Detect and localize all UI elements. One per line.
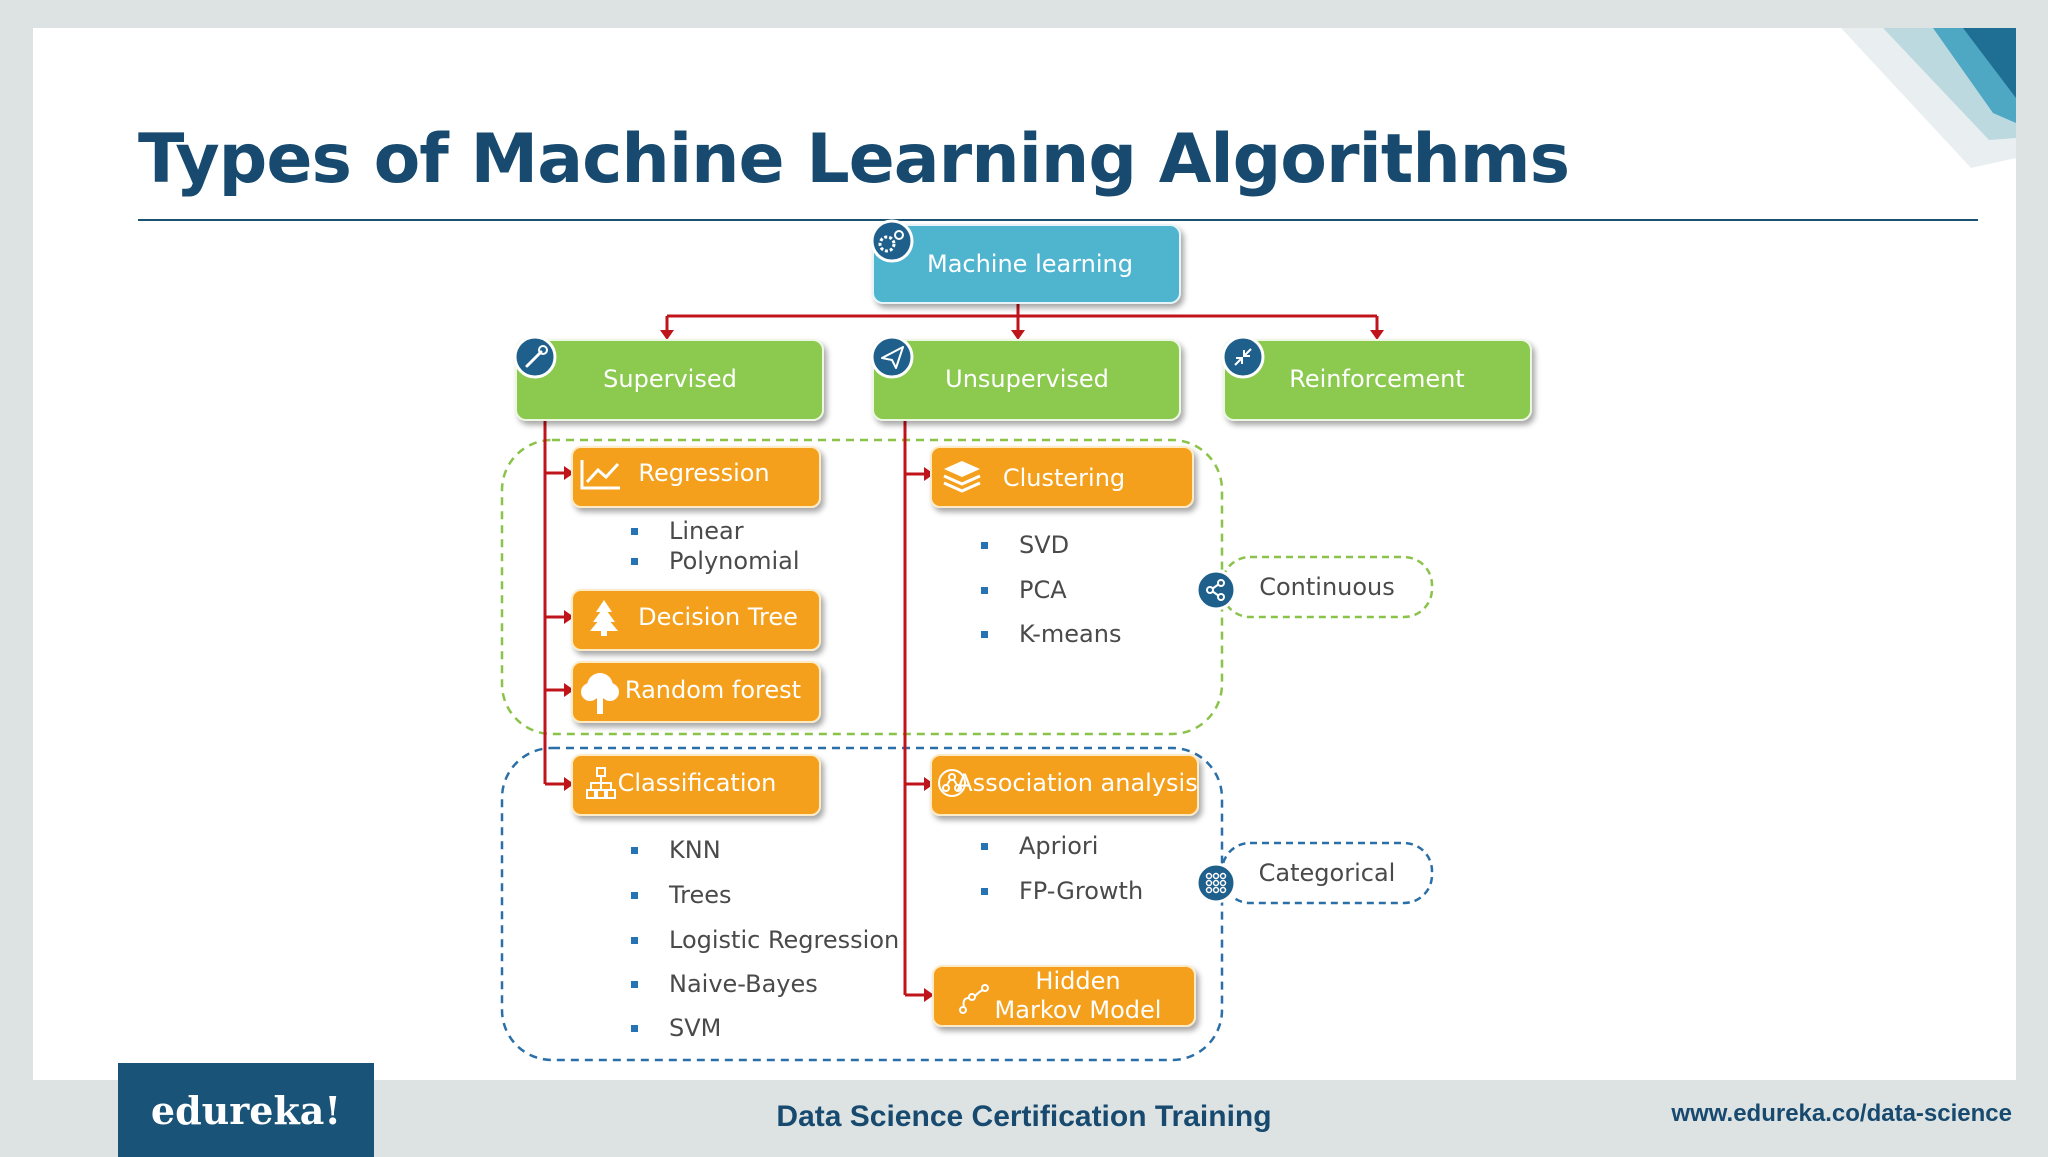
classification-label: Classification bbox=[618, 769, 777, 797]
category-supervised: Supervised bbox=[515, 339, 824, 421]
continuous-label: Continuous bbox=[1259, 573, 1395, 601]
list-item: SVD bbox=[1019, 531, 1069, 559]
list-item: K-means bbox=[1019, 620, 1121, 648]
footer-course-title: Data Science Certification Training bbox=[776, 1100, 1272, 1133]
list-item: Linear bbox=[669, 517, 744, 545]
category-unsupervised: Unsupervised bbox=[872, 339, 1181, 421]
categorical-label: Categorical bbox=[1259, 859, 1396, 887]
regression-label: Regression bbox=[638, 459, 769, 487]
path-nodes-icon bbox=[959, 984, 989, 1014]
grid-dots-icon bbox=[1195, 862, 1237, 904]
list-item: Naive-Bayes bbox=[669, 970, 818, 998]
pine-tree-icon bbox=[590, 600, 618, 636]
category-supervised-label: Supervised bbox=[603, 365, 737, 393]
decision-tree-label: Decision Tree bbox=[638, 603, 798, 631]
algorithm-association-analysis: Association analysis bbox=[930, 754, 1199, 816]
corner-decoration bbox=[1841, 28, 2016, 168]
compress-arrows-icon bbox=[1221, 335, 1265, 379]
line-chart-icon bbox=[580, 460, 620, 490]
list-item: PCA bbox=[1019, 576, 1067, 604]
root-label: Machine learning bbox=[927, 250, 1133, 278]
layers-icon bbox=[943, 461, 981, 493]
clustering-items: SVD PCA K-means bbox=[981, 531, 1121, 648]
association-items: Apriori FP-Growth bbox=[981, 832, 1143, 905]
random-forest-label: Random forest bbox=[625, 676, 801, 704]
algorithm-hidden-markov-model: Hidden Markov Model bbox=[932, 965, 1196, 1027]
algorithm-random-forest: Random forest bbox=[571, 661, 821, 723]
root-node-machine-learning: Machine learning bbox=[872, 224, 1181, 304]
continuous-group-border bbox=[500, 438, 1224, 736]
algorithm-clustering: Clustering bbox=[930, 446, 1194, 508]
classification-items: KNN Trees Logistic Regression Naive-Baye… bbox=[631, 836, 899, 1042]
regression-items: Linear Polynomial bbox=[631, 517, 800, 575]
slide: Types of Machine Learning Algorithms bbox=[33, 28, 2016, 1080]
title-underline bbox=[138, 219, 1978, 221]
algorithm-decision-tree: Decision Tree bbox=[571, 589, 821, 651]
edureka-logo: edureka! bbox=[118, 1063, 374, 1157]
wrench-icon bbox=[513, 335, 557, 379]
category-reinforcement: Reinforcement bbox=[1223, 339, 1532, 421]
category-reinforcement-label: Reinforcement bbox=[1289, 365, 1464, 393]
footer-url: www.edureka.co/data-science bbox=[1671, 1100, 2012, 1127]
gears-icon bbox=[870, 219, 914, 263]
share-icon bbox=[1195, 569, 1237, 611]
connectors bbox=[543, 303, 1379, 997]
clustering-label: Clustering bbox=[1003, 464, 1125, 492]
network-circle-icon bbox=[938, 769, 966, 797]
list-item: Logistic Regression bbox=[669, 926, 899, 954]
list-item: Apriori bbox=[1019, 832, 1098, 860]
association-analysis-label: Association analysis bbox=[956, 769, 1197, 797]
list-item: KNN bbox=[669, 836, 721, 864]
hidden-markov-model-label-line1: Hidden bbox=[1035, 967, 1120, 995]
group-label-categorical: Categorical bbox=[1220, 841, 1434, 905]
categorical-group-border bbox=[500, 746, 1224, 1062]
hierarchy-icon bbox=[586, 767, 616, 799]
round-tree-icon bbox=[581, 673, 619, 714]
hidden-markov-model-label-line2: Markov Model bbox=[995, 996, 1162, 1024]
group-label-continuous: Continuous bbox=[1220, 555, 1434, 619]
list-item: Polynomial bbox=[669, 547, 800, 575]
algorithm-classification: Classification bbox=[571, 754, 821, 816]
list-item: FP-Growth bbox=[1019, 877, 1143, 905]
list-item: Trees bbox=[668, 881, 732, 909]
paper-plane-icon bbox=[870, 335, 914, 379]
list-item: SVM bbox=[669, 1014, 721, 1042]
category-unsupervised-label: Unsupervised bbox=[945, 365, 1109, 393]
slide-title: Types of Machine Learning Algorithms bbox=[138, 120, 1570, 199]
connector-arrowheads bbox=[564, 330, 1384, 1002]
algorithm-regression: Regression bbox=[571, 446, 821, 508]
